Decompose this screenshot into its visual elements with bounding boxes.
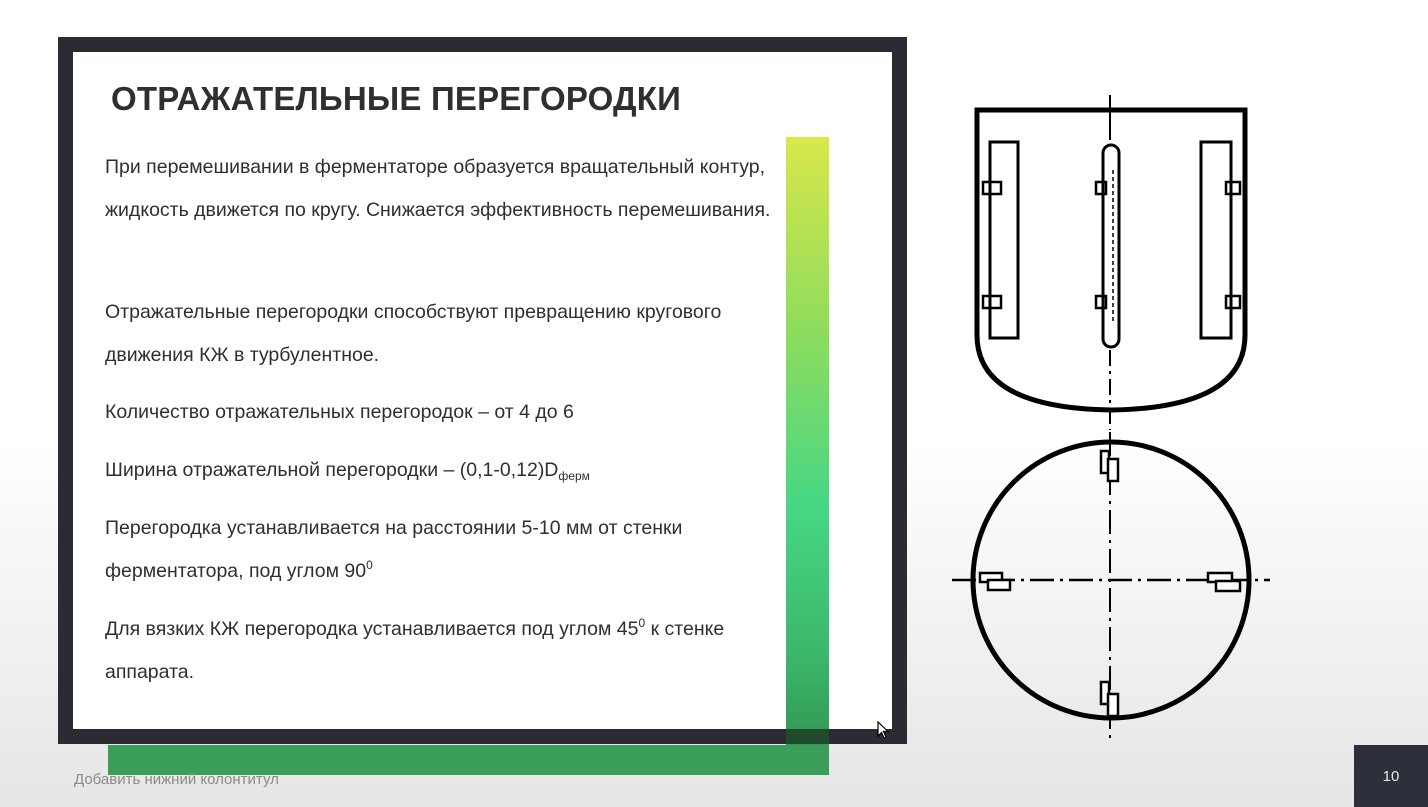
paragraph-viscous-angle[interactable]: Для вязких КЖ перегородка устанавливаетс… [105, 608, 775, 694]
top-view [952, 432, 1270, 740]
paragraph-baffle-distance-text: Перегородка устанавливается на расстояни… [105, 517, 683, 582]
paragraph-vortex[interactable]: При перемешивании в ферментаторе образуе… [105, 146, 775, 232]
side-view [974, 95, 1248, 430]
paragraph-baffle-count-text: Количество отражательных перегородок – о… [105, 401, 574, 423]
page-number: 10 [1354, 745, 1428, 807]
fermenter-baffles-drawing[interactable] [930, 90, 1280, 750]
decorative-green-bar-vertical [786, 137, 829, 775]
footer-placeholder[interactable]: Добавить нижний колонтитул [74, 771, 279, 788]
decorative-green-bar-horizontal [108, 745, 829, 775]
slide-content-panel [73, 52, 892, 729]
paragraph-baffle-width[interactable]: Ширина отражательной перегородки – (0,1-… [105, 449, 775, 492]
paragraph-baffles-purpose-text: Отражательные перегородки способствуют п… [105, 301, 722, 366]
slide-title[interactable]: ОТРАЖАТЕЛЬНЫЕ ПЕРЕГОРОДКИ [111, 80, 682, 117]
paragraph-baffle-count[interactable]: Количество отражательных перегородок – о… [105, 391, 775, 434]
paragraph-viscous-angle-text: Для вязких КЖ перегородка устанавливаетс… [105, 618, 639, 640]
superscript-degree-45: 0 [638, 616, 646, 630]
paragraph-baffle-width-text: Ширина отражательной перегородки – (0,1-… [105, 459, 559, 481]
mouse-pointer-icon [877, 721, 890, 739]
paragraph-vortex-text: При перемешивании в ферментаторе образуе… [105, 156, 771, 221]
page-number-text: 10 [1382, 767, 1400, 785]
paragraph-viscous-angle-tail: к стенке аппарата. [105, 618, 725, 683]
paragraph-baffles-purpose[interactable]: Отражательные перегородки способствуют п… [105, 291, 775, 377]
decorative-bar-overlap [786, 729, 829, 744]
paragraph-baffle-distance[interactable]: Перегородка устанавливается на расстояни… [105, 507, 775, 593]
superscript-degree-90: 0 [366, 558, 373, 572]
subscript-ferm: ферм [558, 469, 590, 483]
